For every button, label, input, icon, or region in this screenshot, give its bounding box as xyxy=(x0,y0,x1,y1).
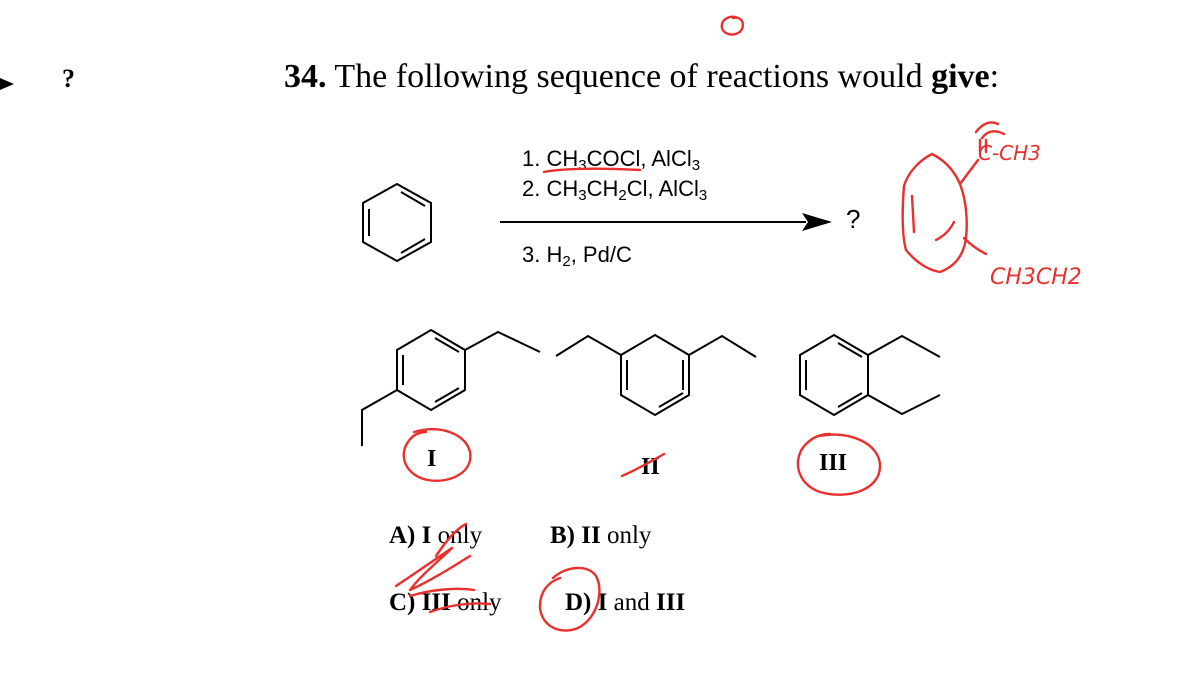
structure-2 xyxy=(555,333,757,417)
structure-3 xyxy=(799,333,941,417)
structure-1 xyxy=(361,328,541,446)
reagent-step-3: 3. H2, Pd/C xyxy=(522,242,632,270)
reagent-step-2: 2. CH3CH2Cl, AlCl3 xyxy=(522,176,708,204)
product-unknown: ? xyxy=(846,204,861,234)
choice-c[interactable]: C) III only xyxy=(389,589,502,616)
question-number: 34. xyxy=(284,58,327,95)
question-text-bold: give xyxy=(931,58,990,95)
side-question-mark: ? xyxy=(62,64,75,93)
structure-label-2: II xyxy=(641,454,660,480)
choice-d[interactable]: D) I and III xyxy=(565,589,686,616)
question-text: The following sequence of reactions woul… xyxy=(334,58,932,95)
structure-label-1: I xyxy=(427,446,437,472)
choice-b[interactable]: B) II only xyxy=(550,522,652,549)
question-colon: : xyxy=(989,58,1000,95)
choice-a[interactable]: A) I only xyxy=(389,522,483,549)
question-stem: 34. The following sequence of reactions … xyxy=(284,58,999,96)
reagent-step-1: 1. CH3COCl, AlCl3 xyxy=(522,146,701,174)
benzene-reactant xyxy=(362,182,432,263)
reaction-arrow xyxy=(500,213,832,231)
left-arrow-icon xyxy=(0,78,14,90)
structure-label-3: III xyxy=(819,450,848,476)
